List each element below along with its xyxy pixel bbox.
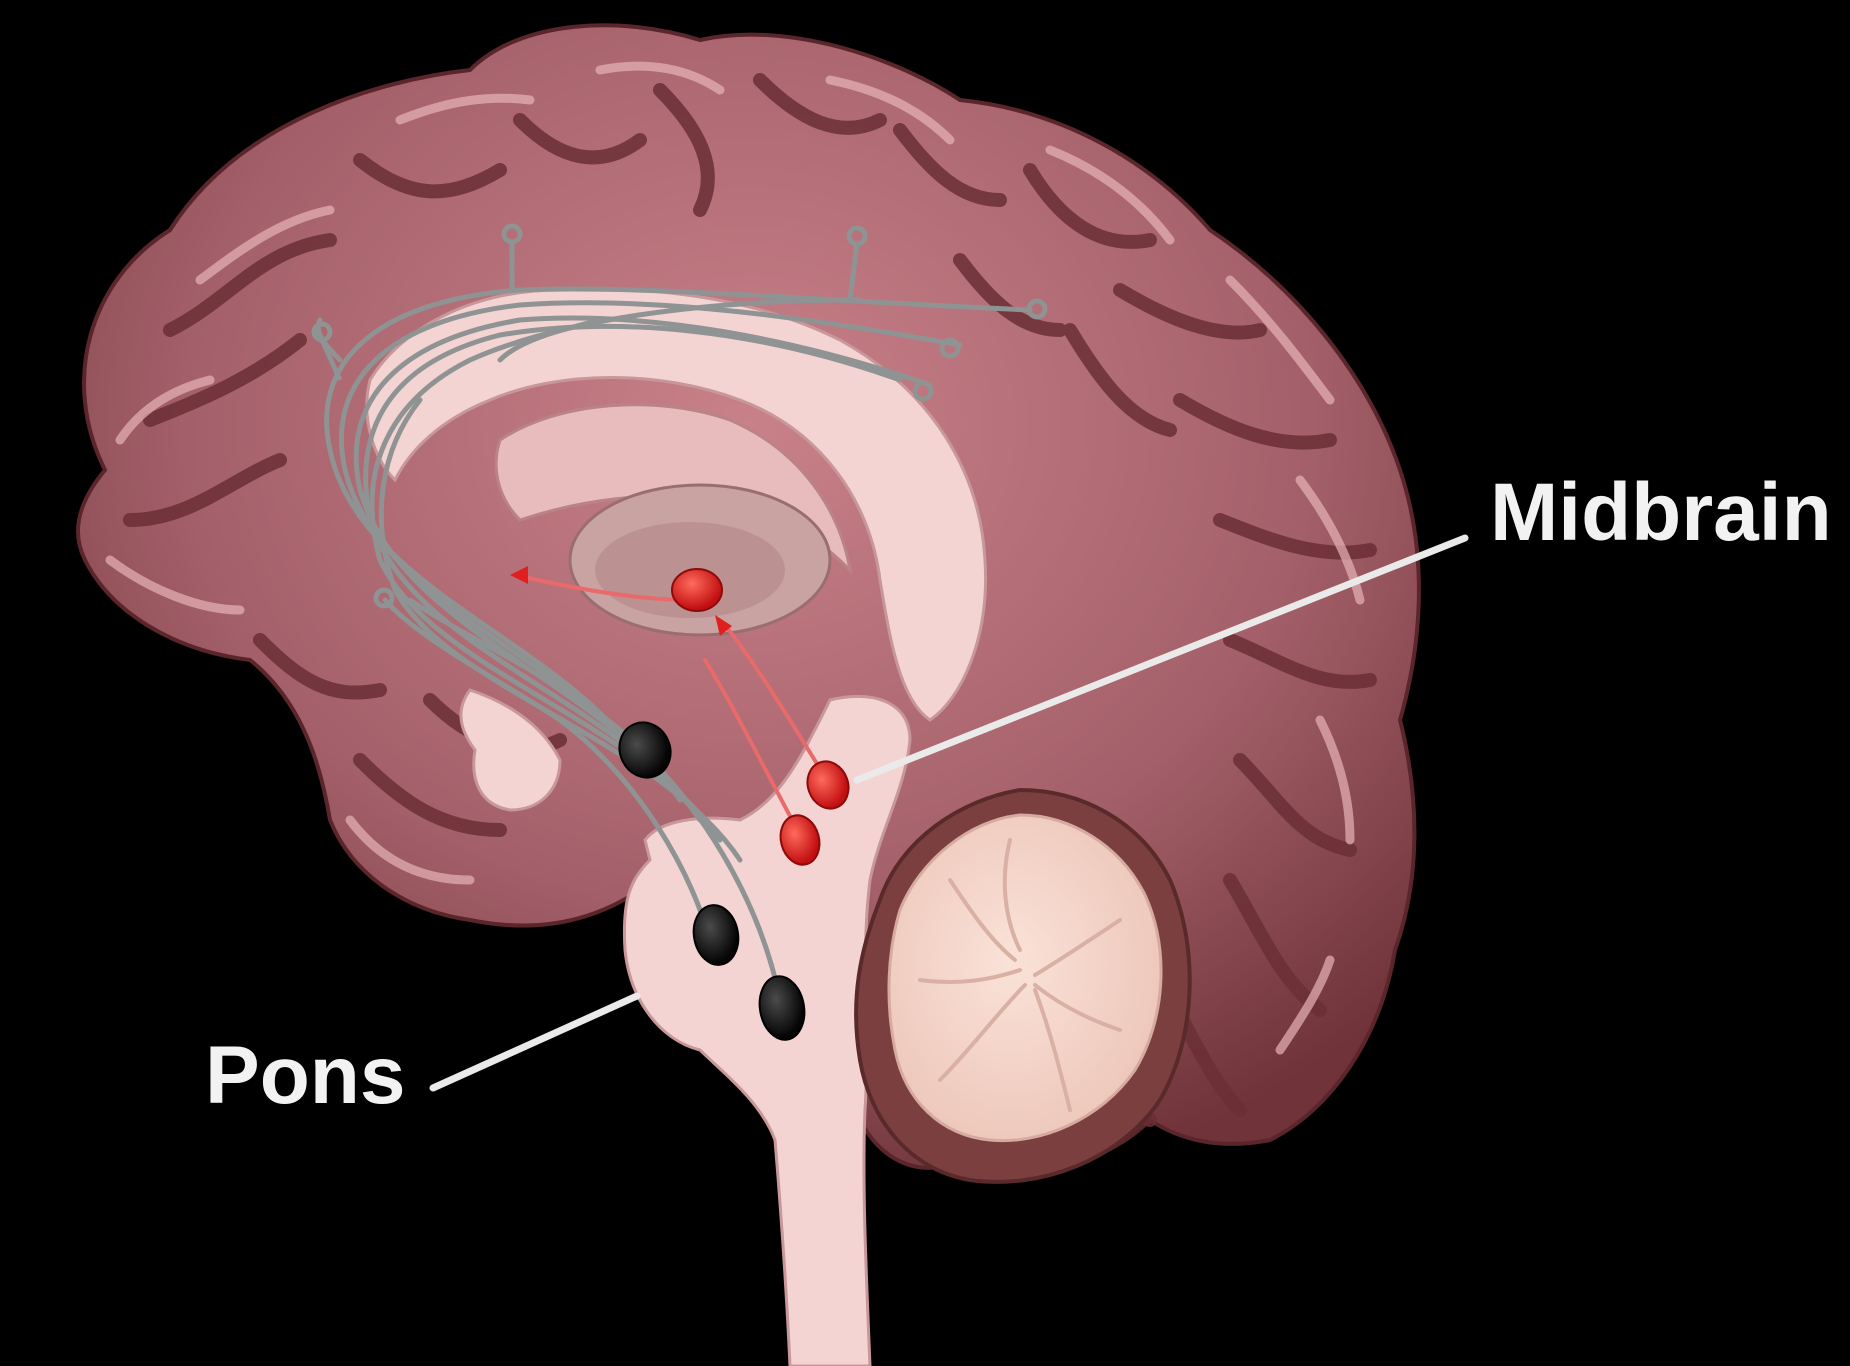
brainstem [622, 694, 912, 1366]
fiber-terminals [311, 223, 1048, 609]
midbrain-label: Midbrain [1490, 467, 1832, 558]
dark-nuclei [618, 721, 806, 1041]
pons-leader-line [429, 992, 641, 1092]
red-projections [513, 573, 832, 837]
midbrain-leader-line [853, 534, 1469, 784]
septal-area [459, 688, 562, 812]
gyrus-highlights [105, 61, 1365, 1055]
cerebellum [854, 787, 1192, 1184]
red-arrowheads [510, 566, 732, 636]
pons-label: Pons [205, 1030, 405, 1121]
red-nuclei [671, 568, 850, 866]
